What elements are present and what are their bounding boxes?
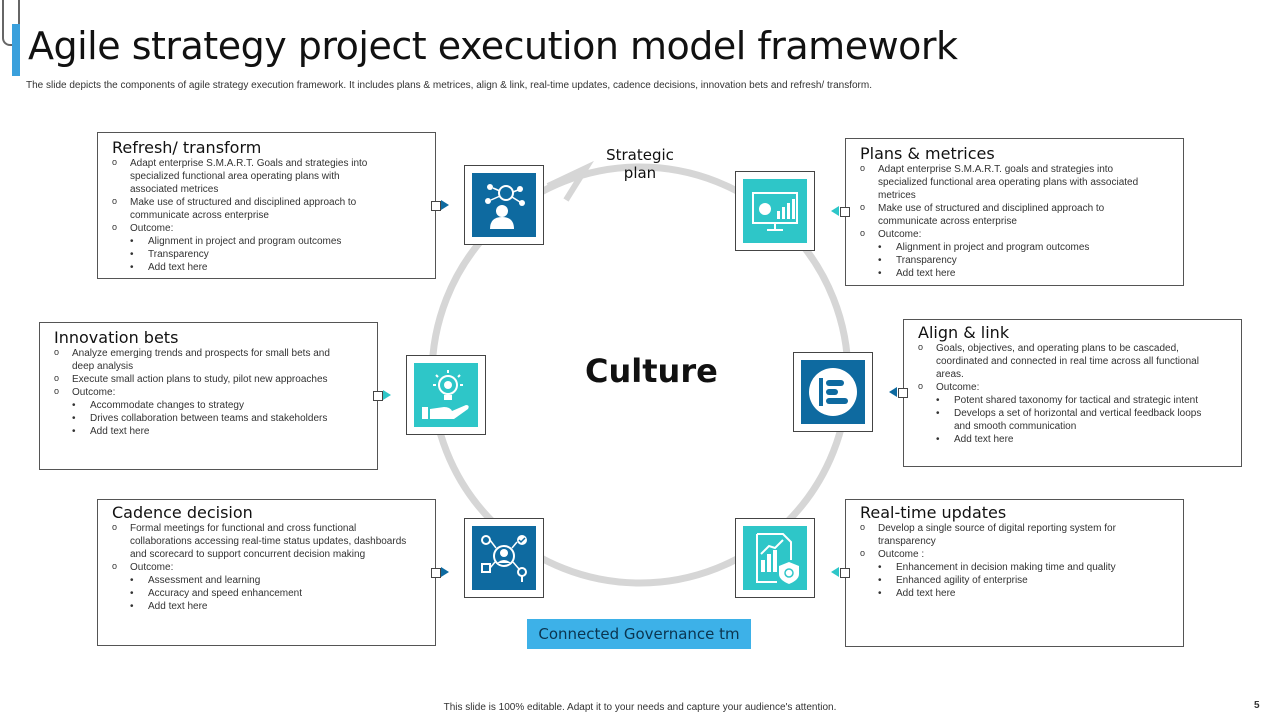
connector-node	[840, 207, 850, 217]
outcome-label: Outcome:	[936, 382, 980, 393]
outcome-item: Add text here	[878, 587, 1133, 600]
cadence-decision-title: Cadence decision	[112, 503, 253, 522]
list-item: Develop a single source of digital repor…	[860, 521, 1133, 548]
connector-arrow	[383, 390, 391, 400]
list-item: Outcome: Assessment and learning Accurac…	[112, 560, 409, 613]
outcome-item: Enhanced agility of enterprise	[878, 574, 1133, 587]
list-item: Make use of structured and disciplined a…	[112, 195, 385, 222]
cadence-icon-frame	[464, 518, 544, 598]
outcome-item: Add text here	[72, 425, 347, 438]
outcome-item: Accommodate changes to strategy	[72, 399, 347, 412]
connector-node	[373, 391, 383, 401]
paperclip-icon	[2, 0, 20, 46]
realtime-updates-box: Real-time updates Develop a single sourc…	[845, 499, 1184, 647]
connector-node	[840, 568, 850, 578]
outcome-item: Accuracy and speed enhancement	[130, 587, 409, 600]
list-item: Adapt enterprise S.M.A.R.T. Goals and st…	[112, 156, 385, 196]
bar-list-icon	[801, 360, 865, 424]
strategic-plan-label: Strategic plan	[606, 146, 674, 182]
plans-metrices-title: Plans & metrices	[860, 144, 995, 163]
list-item: Execute small action plans to study, pil…	[54, 372, 347, 386]
workflow-person-icon	[472, 526, 536, 590]
outcome-item: Add text here	[936, 433, 1217, 446]
outcome-label: Outcome:	[130, 223, 174, 234]
list-item: Outcome : Enhancement in decision making…	[860, 547, 1133, 600]
plans-icon-frame	[735, 171, 815, 251]
refresh-transform-title: Refresh/ transform	[112, 138, 262, 157]
outcome-label: Outcome:	[72, 387, 116, 398]
connector-arrow	[831, 567, 839, 577]
title-accent-bar	[12, 24, 20, 76]
list-item: Analyze emerging trends and prospects fo…	[54, 346, 347, 373]
outcome-item: Assessment and learning	[130, 574, 409, 587]
page-number: 5	[1254, 700, 1260, 711]
outcome-item: Add text here	[130, 261, 385, 274]
connector-node	[898, 388, 908, 398]
outcome-item: Enhancement in decision making time and …	[878, 561, 1133, 574]
connector-node	[431, 568, 441, 578]
list-item: Formal meetings for functional and cross…	[112, 521, 409, 561]
outcome-item: Drives collaboration between teams and s…	[72, 412, 347, 425]
connector-node	[431, 201, 441, 211]
slide-subtitle: The slide depicts the components of agil…	[26, 80, 872, 91]
outcome-label: Outcome:	[130, 562, 174, 573]
innovation-icon-frame	[406, 355, 486, 435]
realtime-icon-frame	[735, 518, 815, 598]
outcome-item: Transparency	[878, 254, 1163, 267]
outcome-item: Alignment in project and program outcome…	[878, 241, 1163, 254]
align-link-box: Align & link Goals, objectives, and oper…	[903, 319, 1242, 467]
outcome-item: Transparency	[130, 248, 385, 261]
refresh-transform-box: Refresh/ transform Adapt enterprise S.M.…	[97, 132, 436, 279]
align-link-title: Align & link	[918, 323, 1010, 342]
outcome-item: Add text here	[878, 267, 1163, 280]
list-item: Outcome: Potent shared taxonomy for tact…	[918, 380, 1217, 446]
cadence-decision-box: Cadence decision Formal meetings for fun…	[97, 499, 436, 646]
monitor-dashboard-icon	[743, 179, 807, 243]
align-icon-frame	[793, 352, 873, 432]
refresh-icon-frame	[464, 165, 544, 245]
plans-metrices-box: Plans & metrices Adapt enterprise S.M.A.…	[845, 138, 1184, 286]
connector-arrow	[441, 200, 449, 210]
outcome-item: Alignment in project and program outcome…	[130, 235, 385, 248]
realtime-updates-title: Real-time updates	[860, 503, 1007, 522]
outcome-item: Potent shared taxonomy for tactical and …	[936, 394, 1217, 407]
connected-governance-banner: Connected Governance tm	[527, 619, 751, 649]
connector-arrow	[831, 206, 839, 216]
outcome-label: Outcome:	[878, 229, 922, 240]
outcome-item: Develops a set of horizontal and vertica…	[936, 407, 1217, 433]
innovation-bets-box: Innovation bets Analyze emerging trends …	[39, 322, 378, 470]
culture-label: Culture	[585, 352, 718, 390]
list-item: Adapt enterprise S.M.A.R.T. goals and st…	[860, 162, 1163, 202]
hand-lightbulb-icon	[414, 363, 478, 427]
list-item: Outcome: Alignment in project and progra…	[112, 221, 385, 274]
list-item: Make use of structured and disciplined a…	[860, 201, 1163, 228]
slide-footer: This slide is 100% editable. Adapt it to…	[443, 702, 837, 713]
list-item: Goals, objectives, and operating plans t…	[918, 341, 1217, 381]
brain-network-person-icon	[472, 173, 536, 237]
outcome-item: Add text here	[130, 600, 409, 613]
connector-arrow	[889, 387, 897, 397]
cycle-arrowhead	[546, 160, 594, 202]
list-item: Outcome: Accommodate changes to strategy…	[54, 385, 347, 438]
slide-title: Agile strategy project execution model f…	[28, 24, 958, 68]
list-item: Outcome: Alignment in project and progra…	[860, 227, 1163, 280]
report-shield-icon	[743, 526, 807, 590]
connector-arrow	[441, 567, 449, 577]
innovation-bets-title: Innovation bets	[54, 328, 179, 347]
outcome-label: Outcome :	[878, 549, 925, 560]
